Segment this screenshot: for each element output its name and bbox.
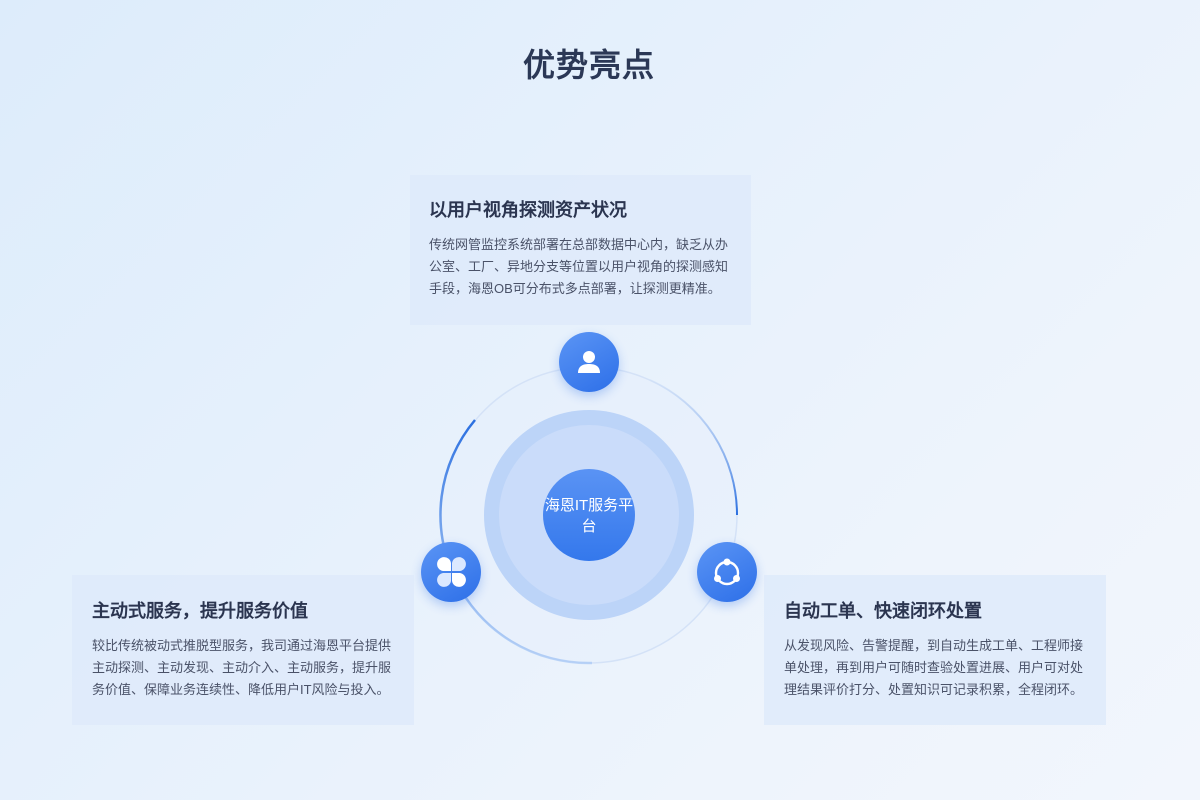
platform-core-label: 海恩IT服务平台 (544, 497, 634, 535)
outer-ring-arc-right (649, 379, 739, 516)
card-user-perspective: 以用户视角探测资产状况 传统网管监控系统部署在总部数据中心内，缺乏从办公室、工厂… (410, 175, 751, 325)
user-icon (578, 351, 600, 373)
card-body: 较比传统被动式推脱型服务，我司通过海恩平台提供主动探测、主动发现、主动介入、主动… (92, 638, 392, 697)
service-node (421, 542, 481, 602)
card-body: 从发现风险、告警提醒，到自动生成工单、工程师接单处理，再到用户可随时查验处置进展… (784, 638, 1084, 697)
platform-core (543, 469, 635, 561)
clover-icon (437, 557, 466, 587)
cycle-icon (714, 558, 740, 586)
card-title: 自动工单、快速闭环处置 (784, 601, 982, 621)
card-auto-ticket: 自动工单、快速闭环处置 从发现风险、告警提醒，到自动生成工单、工程师接单处理，再… (764, 575, 1106, 725)
user-node (559, 332, 619, 392)
workflow-node (697, 542, 757, 602)
card-title: 主动式服务，提升服务价值 (92, 601, 308, 621)
card-proactive-service: 主动式服务，提升服务价值 较比传统被动式推脱型服务，我司通过海恩平台提供主动探测… (72, 575, 414, 725)
page-title: 优势亮点 (522, 47, 655, 83)
card-title: 以用户视角探测资产状况 (429, 200, 627, 220)
card-body: 传统网管监控系统部署在总部数据中心内，缺乏从办公室、工厂、异地分支等位置以用户视… (429, 237, 729, 296)
